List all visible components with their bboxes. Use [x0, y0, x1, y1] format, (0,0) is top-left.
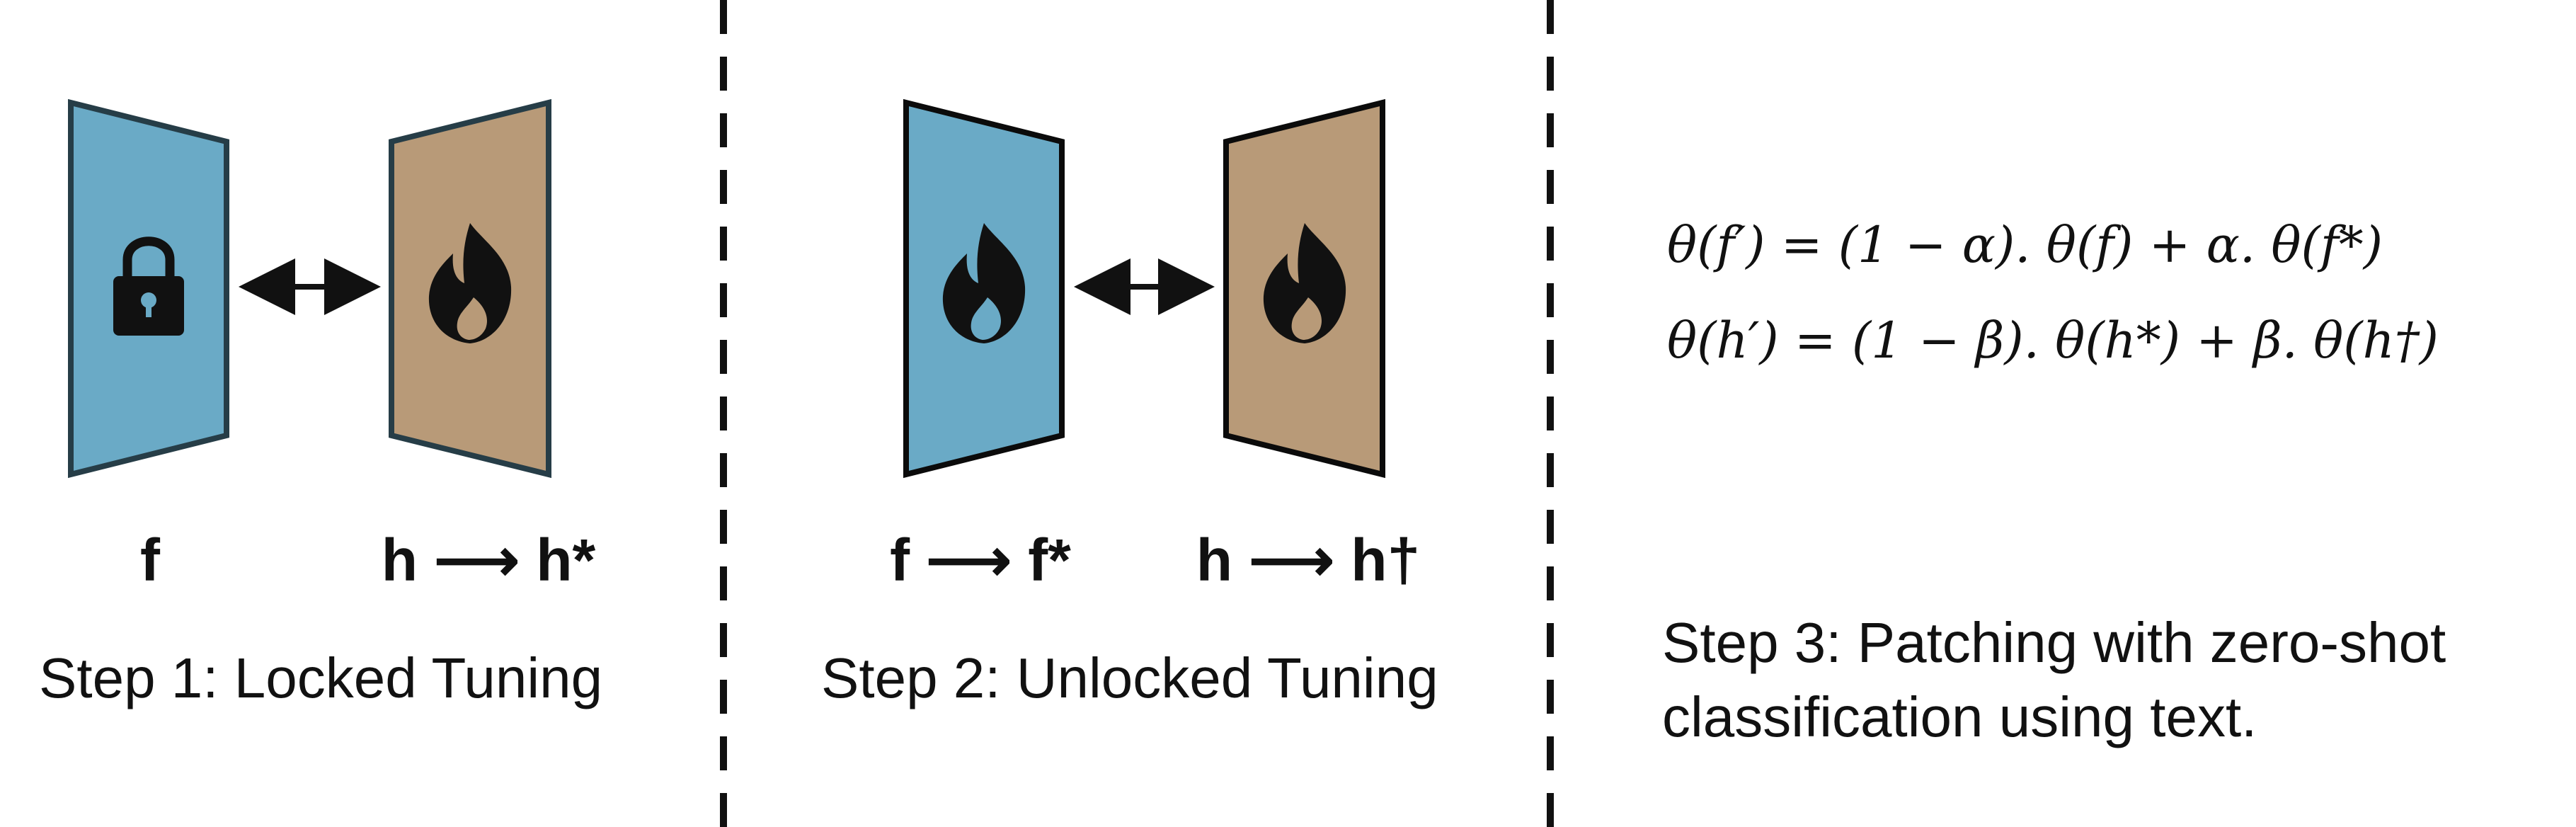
step1-encoder-label: f — [140, 527, 161, 593]
step2-encoder-label: f ⟶ f* — [890, 527, 1071, 593]
step2-caption: Step 2: Unlocked Tuning — [821, 646, 1438, 709]
lock-icon — [113, 236, 184, 336]
step1-head-label: h ⟶ h* — [382, 527, 596, 593]
patching-equation-f: θ(f′) = (1 − α). θ(f) + α. θ(f*) — [1667, 216, 2383, 274]
step1-panel: f h ⟶ h* Step 1: Locked Tuning — [39, 98, 602, 709]
step3-caption-line2: classification using text. — [1662, 685, 2257, 748]
step1-caption: Step 1: Locked Tuning — [39, 646, 602, 709]
step2-head-label: h ⟶ h† — [1196, 527, 1420, 593]
step2-panel: f ⟶ f* h ⟶ h† Step 2: Unlocked Tuning — [821, 98, 1438, 709]
step3-panel: θ(f′) = (1 − α). θ(f) + α. θ(f*) θ(h′) =… — [1662, 216, 2446, 748]
patching-equation-h: θ(h′) = (1 − β). θ(h*) + β. θ(h†) — [1667, 312, 2439, 370]
step3-caption-line1: Step 3: Patching with zero-shot — [1662, 611, 2446, 674]
